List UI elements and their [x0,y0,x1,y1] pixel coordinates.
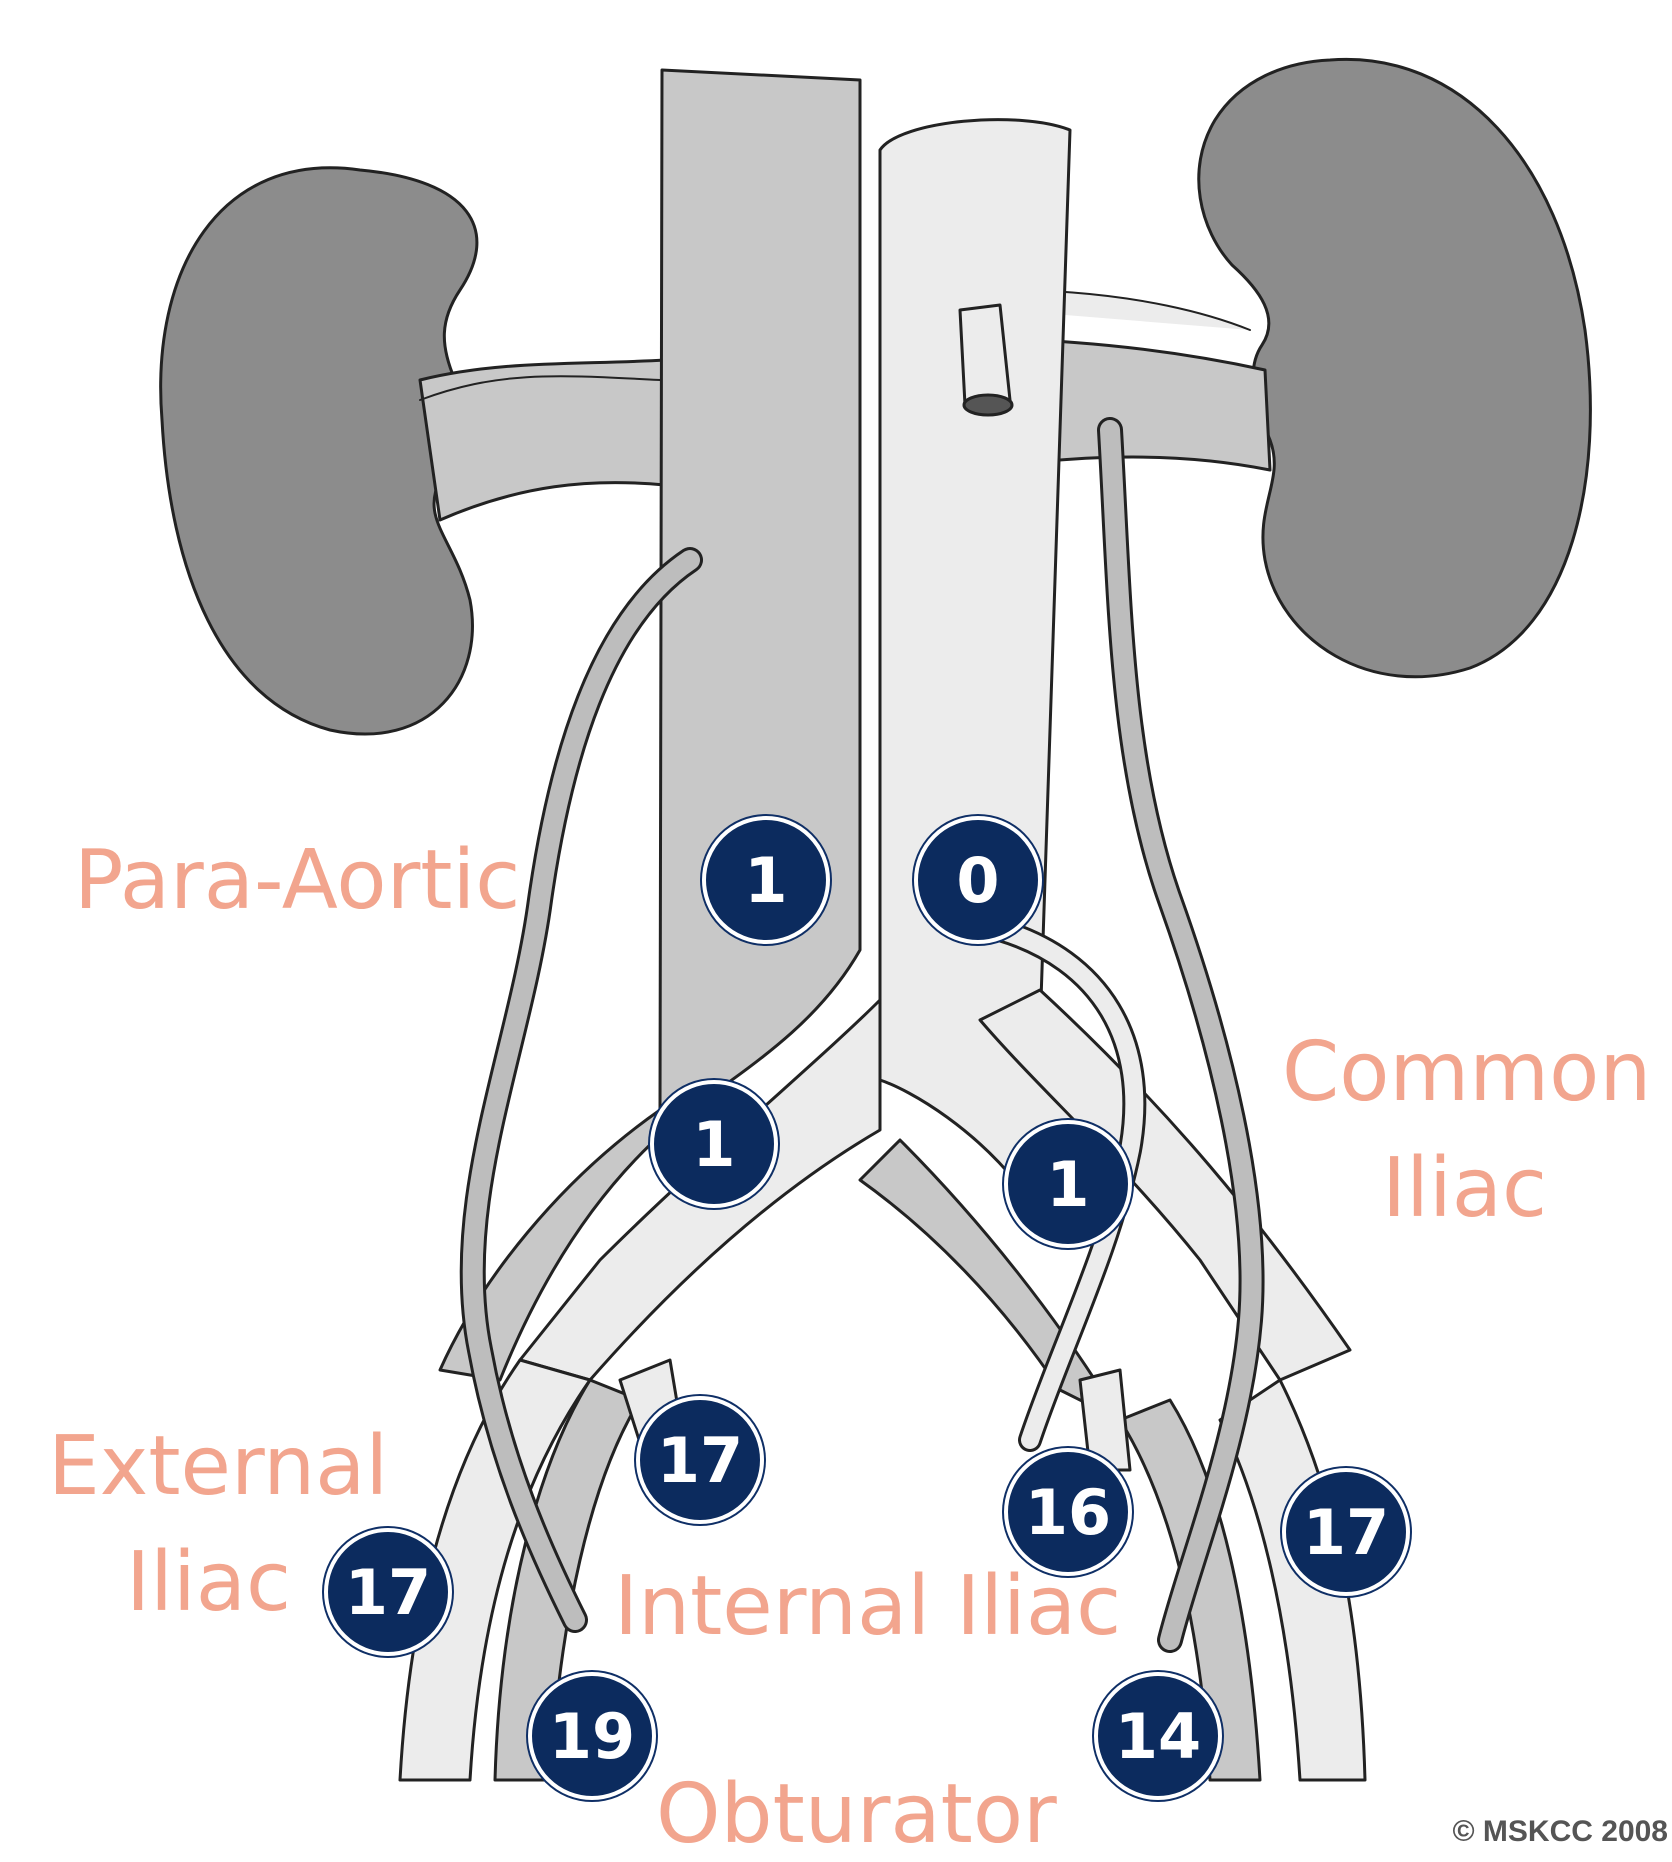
internal-iliac-left-count-badge: 16 [1004,1448,1132,1576]
internal-iliac-label: Internal Iliac [614,1566,1121,1648]
copyright-notice: © MSKCC 2008 [1452,1815,1668,1849]
internal-iliac-right-count-badge: 17 [636,1396,764,1524]
common-iliac-right-count-badge: 1 [650,1080,778,1208]
right-renal-vein [420,360,665,520]
external-iliac-left-count-badge: 17 [1282,1468,1410,1596]
external-iliac-label-line1: External [48,1426,388,1508]
obturator-left-count-badge: 14 [1094,1672,1222,1800]
common-iliac-label-line1: Common [1282,1032,1651,1114]
external-iliac-right-count-badge: 17 [324,1528,452,1656]
external-iliac-label-line2: Iliac [126,1542,291,1624]
para-aortic-left-count-badge: 0 [914,816,1042,944]
common-iliac-left-count-badge: 1 [1004,1120,1132,1248]
obturator-right-count-badge: 19 [528,1672,656,1800]
mesenteric-artery [960,305,1010,405]
para-aortic-label: Para-Aortic [74,840,520,922]
inferior-vena-cava [660,70,860,1110]
obturator-label: Obturator [656,1774,1057,1856]
para-aortic-right-count-badge: 1 [702,816,830,944]
common-iliac-label-line2: Iliac [1382,1148,1547,1230]
